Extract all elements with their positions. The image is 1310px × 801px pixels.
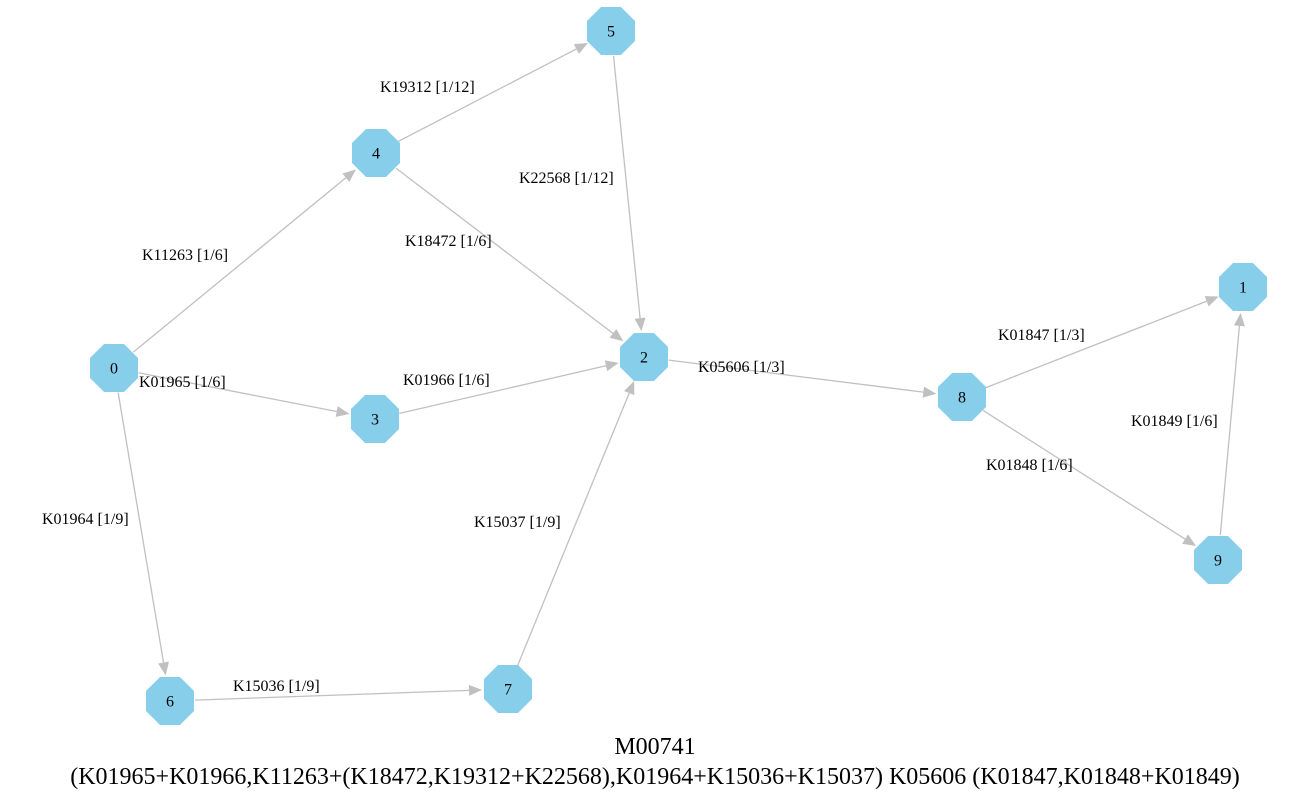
node-shape-4 — [351, 128, 401, 178]
node-label-9: 9 — [1214, 553, 1222, 570]
edge-label-5-2: K22568 [1/12] — [519, 170, 614, 187]
node-9: 9 — [1193, 535, 1243, 585]
node-label-2: 2 — [640, 350, 648, 367]
node-label-8: 8 — [958, 390, 966, 407]
edge-label-4-2: K18472 [1/6] — [405, 233, 492, 250]
node-shape-1 — [1218, 262, 1268, 312]
edge-label-6-7: K15036 [1/9] — [233, 678, 320, 695]
edge-label-0-3: K01965 [1/6] — [139, 374, 226, 391]
node-label-6: 6 — [166, 694, 174, 711]
edge-label-7-2: K15037 [1/9] — [474, 514, 561, 531]
arrowhead-8-1 — [1204, 296, 1219, 307]
node-label-7: 7 — [504, 682, 512, 699]
arrowhead-4-5 — [573, 42, 588, 54]
edge-label-2-8: K05606 [1/3] — [698, 359, 785, 376]
edge-3-2 — [399, 365, 607, 415]
node-0: 0 — [89, 343, 139, 393]
arrowhead-0-6 — [158, 661, 169, 676]
node-6: 6 — [145, 676, 195, 726]
edge-labels-layer: K11263 [1/6] K01965 [1/6] K01964 [1/9] K193… — [42, 79, 1218, 695]
node-label-0: 0 — [110, 361, 118, 378]
edge-0-3 — [138, 372, 337, 413]
edge-7-2 — [516, 392, 630, 667]
node-3: 3 — [350, 394, 400, 444]
node-8: 8 — [937, 372, 987, 422]
edge-5-2 — [612, 55, 641, 319]
node-label-1: 1 — [1239, 280, 1247, 297]
node-shape-0 — [89, 343, 139, 393]
arrowhead-5-2 — [634, 317, 646, 332]
node-shape-2 — [619, 332, 669, 382]
node-shape-9 — [1193, 535, 1243, 585]
module-title: M00741 — [614, 734, 696, 760]
edge-0-6 — [117, 392, 165, 663]
arrowhead-8-9 — [1182, 534, 1197, 547]
node-2: 2 — [619, 332, 669, 382]
edges-layer — [117, 42, 1245, 701]
node-1: 1 — [1218, 262, 1268, 312]
edge-label-9-1: K01849 [1/6] — [1131, 413, 1218, 430]
node-shape-7 — [483, 664, 533, 714]
module-definition: (K01965+K01966,K11263+(K18472,K19312+K22… — [70, 764, 1240, 790]
node-7: 7 — [483, 664, 533, 714]
node-shape-8 — [937, 372, 987, 422]
arrowhead-4-2 — [609, 329, 624, 342]
edge-6-7 — [194, 689, 470, 701]
node-shape-5 — [586, 6, 636, 56]
edge-label-0-6: K01964 [1/9] — [42, 511, 129, 528]
edge-8-9 — [982, 409, 1186, 540]
node-label-4: 4 — [372, 146, 380, 163]
node-5: 5 — [586, 6, 636, 56]
edge-label-8-1: K01847 [1/3] — [998, 327, 1085, 344]
edge-2-8 — [668, 359, 924, 393]
arrowhead-9-1 — [1233, 312, 1245, 327]
nodes-layer: 0 1 2 3 4 5 6 7 8 9 — [89, 6, 1268, 726]
arrowhead-0-4 — [342, 169, 356, 182]
node-shape-3 — [350, 394, 400, 444]
arrowhead-7-2 — [624, 381, 635, 396]
node-4: 4 — [351, 128, 401, 178]
edge-label-0-4: K11263 [1/6] — [142, 247, 228, 264]
arrowhead-0-3 — [335, 406, 350, 417]
arrowhead-6-7 — [468, 684, 483, 696]
edge-label-4-5: K19312 [1/12] — [380, 79, 475, 96]
node-label-3: 3 — [371, 412, 379, 429]
edge-4-5 — [397, 48, 577, 143]
node-label-5: 5 — [607, 24, 615, 41]
edge-8-1 — [985, 300, 1207, 389]
edge-0-4 — [132, 177, 347, 353]
edge-label-8-9: K01848 [1/6] — [986, 457, 1073, 474]
edge-4-2 — [395, 167, 614, 334]
edge-9-1 — [1219, 325, 1241, 536]
arrowhead-3-2 — [604, 360, 619, 372]
arrowhead-2-8 — [922, 386, 937, 398]
node-shape-6 — [145, 676, 195, 726]
pathway-graph: K11263 [1/6] K01965 [1/6] K01964 [1/9] K193… — [42, 6, 1268, 726]
edge-label-3-2: K01966 [1/6] — [403, 372, 490, 389]
